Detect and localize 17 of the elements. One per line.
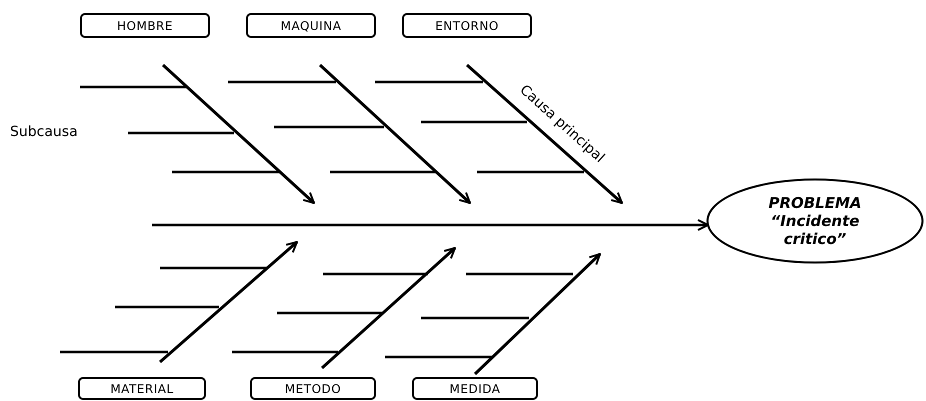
subcause-label: Subcausa [10,124,78,140]
category-label: METODO [284,382,342,396]
category-box [250,377,376,400]
problem-title: PROBLEMA [768,194,862,212]
category-box [402,13,532,38]
category-label: MAQUINA [280,18,342,32]
category-box [246,13,376,38]
category-box [412,377,538,400]
arrow [152,219,709,231]
category-label: MEDIDA [450,382,500,396]
problem-ellipse [706,178,924,264]
category-label: ENTORNO [435,18,499,32]
category-box [78,377,206,400]
category-label: MATERIAL [110,382,174,396]
category-label: HOMBRE [117,18,173,32]
problem-text: “Incidente critico” [770,212,860,248]
category-box [80,13,210,38]
